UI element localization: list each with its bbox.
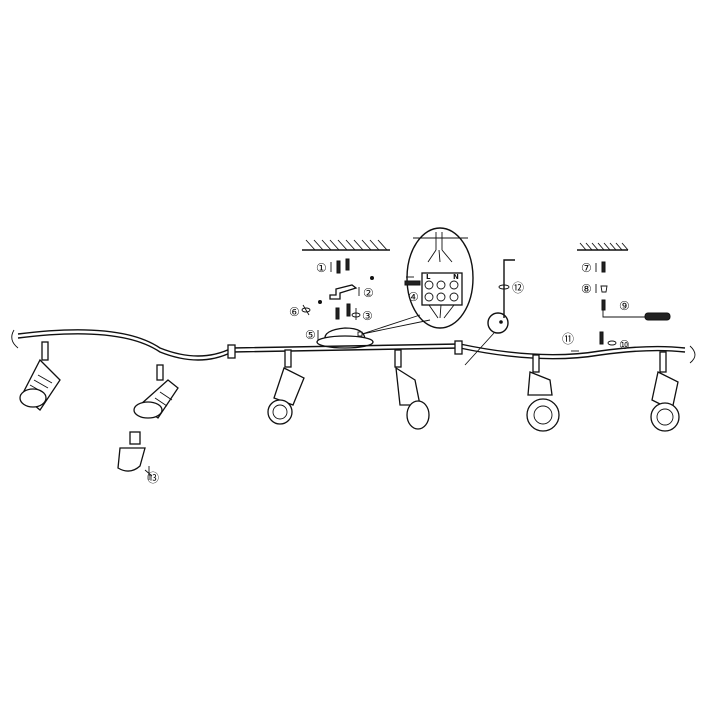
step-2-label: ② [363,286,374,300]
step-12-label: ⑫ [512,281,524,295]
screw-and-dowel-icon [330,258,350,274]
spotlight-2 [133,364,179,419]
terminal-live-label: L [426,273,431,281]
step-9-label: ⑨ [619,299,630,313]
screw-turn-icon [301,300,322,316]
allen-key-icon [464,259,515,366]
screwdriver-icon [601,299,671,321]
step-10-label: ⑩ [619,338,630,352]
step-4-label: ④ [408,290,419,304]
step-7-label: ⑦ [581,261,592,275]
terminal-block-magnifier [361,227,474,335]
bulb-icon [117,431,153,480]
ceiling-hatch-left [302,239,390,251]
terminal-neutral-label: N [453,273,459,281]
step-8-label: ⑧ [581,282,592,296]
screw-icon [599,331,604,345]
ceiling-canopy [316,327,374,349]
step-13-label: ⑬ [147,471,159,485]
step-6-label: ⑥ [289,305,300,319]
step-3-label: ③ [362,309,373,323]
spotlight-3 [267,349,305,425]
spotlight-4 [394,349,430,430]
step-11-label: ⑪ [562,332,574,346]
mounting-bracket-icon [329,276,374,300]
spotlight-6 [650,351,680,432]
ceiling-hatch-right [577,242,629,251]
screw-icon [601,261,606,273]
spotlight-1 [19,341,61,411]
screw-icon [335,303,361,320]
step-1-label: ① [316,261,327,275]
spotlight-bar [11,329,696,364]
step-5-label: ⑤ [305,328,316,342]
cap-icon [600,285,608,293]
spotlight-5 [526,354,560,432]
